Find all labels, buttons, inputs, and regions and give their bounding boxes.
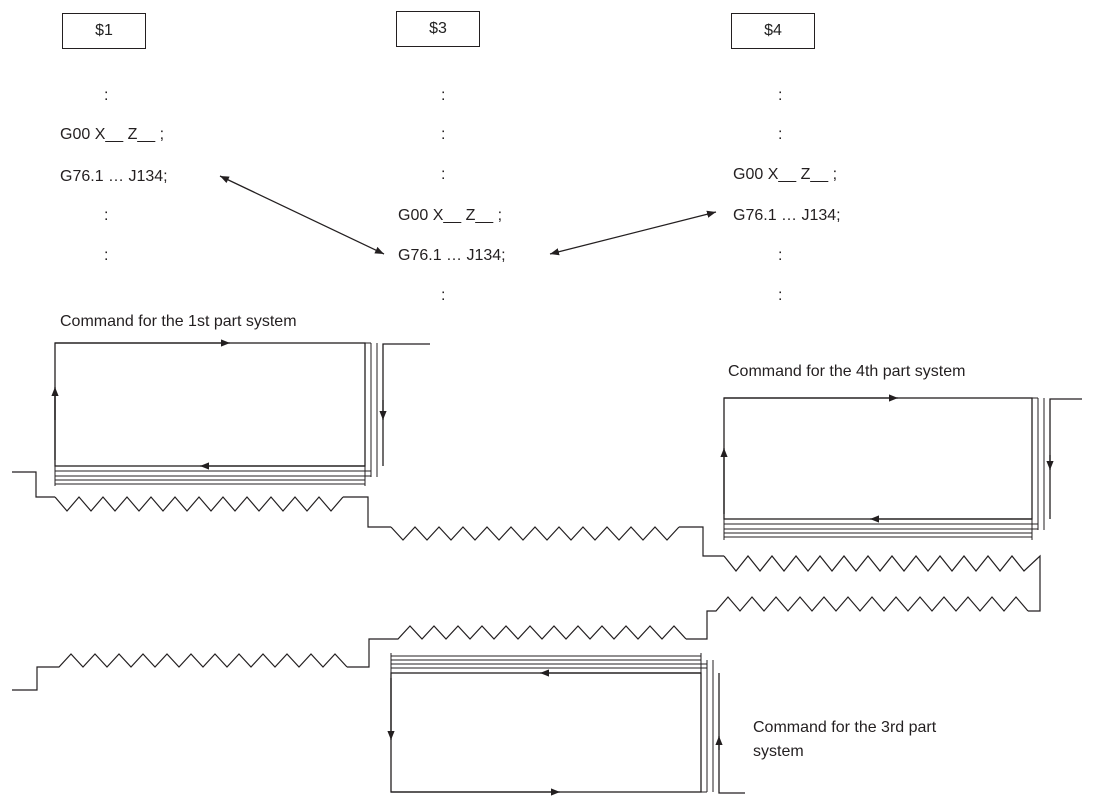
program-line: G00 X__ Z__ ; — [60, 126, 165, 143]
program-line: : — [778, 247, 783, 264]
program-line: : — [778, 287, 783, 304]
sync-arrow-1-3 — [219, 175, 385, 255]
part-system-1-header: $1 — [62, 13, 146, 49]
program-line: : — [441, 287, 446, 304]
program-line: : — [441, 126, 446, 143]
program-line: G76.1 … J134; — [733, 207, 841, 224]
program-line: : — [104, 247, 109, 264]
program-line: : — [778, 126, 783, 143]
cycle-part-system-1 — [51, 339, 430, 486]
program-line: : — [441, 87, 446, 104]
caption-part-system-3-line2: system — [753, 743, 804, 760]
cycle-part-system-4 — [720, 394, 1082, 540]
part-system-4-header: $4 — [731, 13, 815, 49]
program-line: : — [441, 166, 446, 183]
caption-part-system-4: Command for the 4th part system — [728, 363, 966, 380]
program-line: : — [104, 207, 109, 224]
program-line: G76.1 … J134; — [60, 168, 168, 185]
sync-arrow-3-4 — [549, 210, 717, 256]
program-line: : — [778, 87, 783, 104]
program-line: G00 X__ Z__ ; — [398, 207, 503, 224]
cycle-part-system-3 — [387, 653, 745, 796]
part-system-3-header: $3 — [396, 11, 480, 47]
program-line: G00 X__ Z__ ; — [733, 166, 838, 183]
caption-part-system-3-line1: Command for the 3rd part — [753, 719, 937, 736]
program-line: : — [104, 87, 109, 104]
workpiece-thread-profile — [12, 471, 1041, 691]
program-line: G76.1 … J134; — [398, 247, 506, 264]
caption-part-system-1: Command for the 1st part system — [60, 313, 297, 330]
